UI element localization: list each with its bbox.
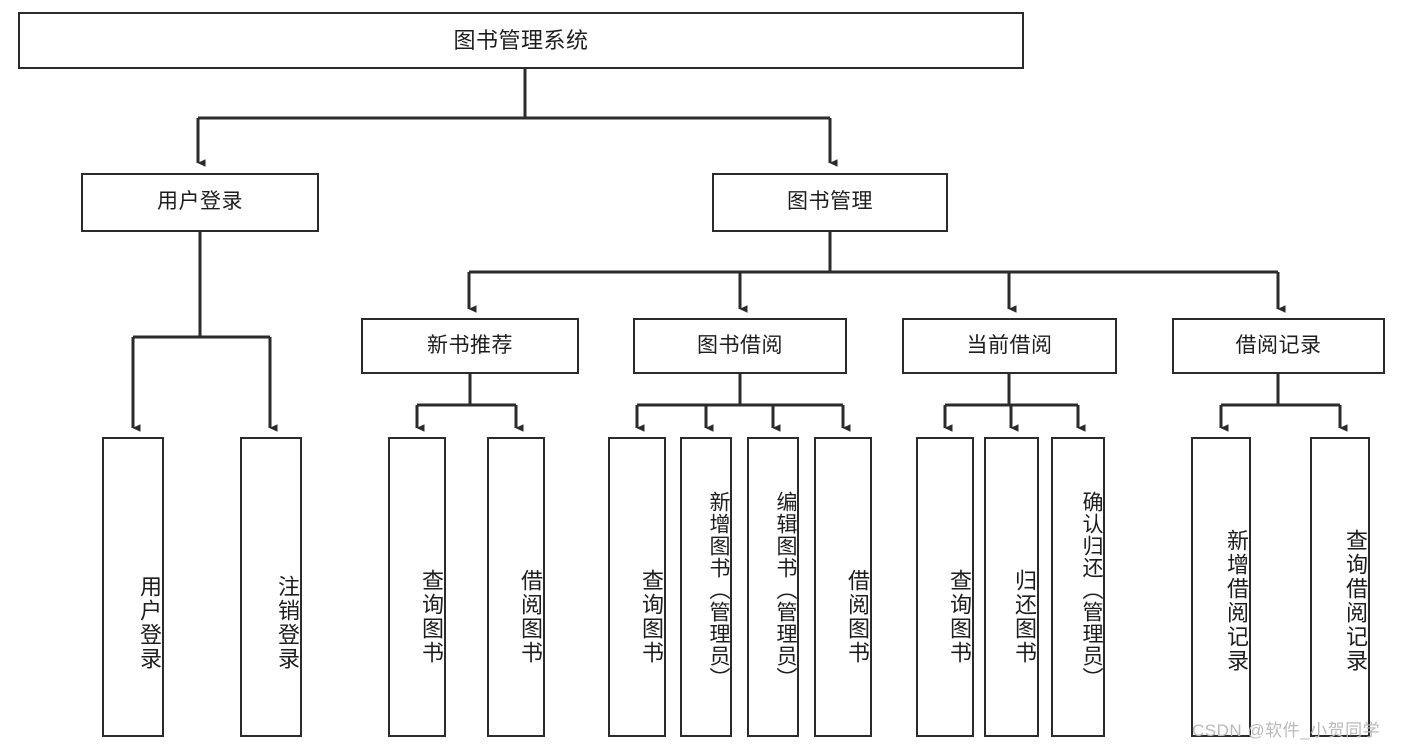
- leaf-query-book-recommend[interactable]: 查询图书: [388, 437, 446, 737]
- csdn-watermark: CSDN @软件_小贺同学: [1192, 721, 1381, 740]
- leaf-label: 查询图书: [947, 569, 972, 665]
- leaf-query-borrow-record[interactable]: 查询借阅记录: [1310, 437, 1370, 737]
- leaf-label: 归还图书: [1012, 569, 1037, 665]
- leaf-borrow-book-recommend[interactable]: 借阅图书: [487, 437, 545, 737]
- leaf-label: 新增图书（管理员）: [707, 491, 730, 689]
- leaf-confirm-return-admin[interactable]: 确认归还（管理员）: [1051, 437, 1105, 737]
- leaf-query-book-borrow[interactable]: 查询图书: [608, 437, 666, 737]
- node-new-book-recommend[interactable]: 新书推荐: [361, 318, 579, 374]
- leaf-label: 确认归还（管理员）: [1080, 491, 1103, 689]
- node-book-borrow[interactable]: 图书借阅: [633, 318, 847, 374]
- node-current-borrow[interactable]: 当前借阅: [902, 318, 1117, 374]
- leaf-label: 查询借阅记录: [1343, 529, 1368, 673]
- leaf-label: 借阅图书: [845, 569, 870, 665]
- leaf-user-login[interactable]: 用户登录: [102, 437, 164, 737]
- node-book-management[interactable]: 图书管理: [712, 173, 948, 232]
- node-root-book-management-system[interactable]: 图书管理系统: [18, 12, 1024, 69]
- leaf-add-borrow-record[interactable]: 新增借阅记录: [1191, 437, 1251, 737]
- node-label: 图书管理: [787, 190, 873, 214]
- node-borrow-record[interactable]: 借阅记录: [1172, 318, 1385, 374]
- node-label: 图书管理系统: [453, 27, 589, 53]
- leaf-label: 查询图书: [419, 569, 444, 665]
- leaf-add-book-admin[interactable]: 新增图书（管理员）: [680, 437, 732, 737]
- leaf-label: 注销登录: [275, 575, 300, 671]
- leaf-label: 查询图书: [639, 569, 664, 665]
- node-label: 图书借阅: [697, 333, 783, 357]
- leaf-label: 新增借阅记录: [1224, 529, 1249, 673]
- node-label: 借阅记录: [1235, 333, 1322, 357]
- leaf-label: 用户登录: [137, 575, 162, 671]
- node-user-login[interactable]: 用户登录: [81, 173, 319, 232]
- leaf-logout-login[interactable]: 注销登录: [240, 437, 302, 737]
- leaf-label: 借阅图书: [518, 569, 543, 665]
- leaf-edit-book-admin[interactable]: 编辑图书（管理员）: [747, 437, 799, 737]
- node-label: 新书推荐: [427, 333, 513, 357]
- node-label: 用户登录: [157, 190, 243, 214]
- leaf-return-book[interactable]: 归还图书: [984, 437, 1039, 737]
- leaf-borrow-book-borrow[interactable]: 借阅图书: [814, 437, 872, 737]
- node-label: 当前借阅: [966, 333, 1053, 357]
- leaf-query-book-current[interactable]: 查询图书: [916, 437, 974, 737]
- leaf-label: 编辑图书（管理员）: [774, 491, 797, 689]
